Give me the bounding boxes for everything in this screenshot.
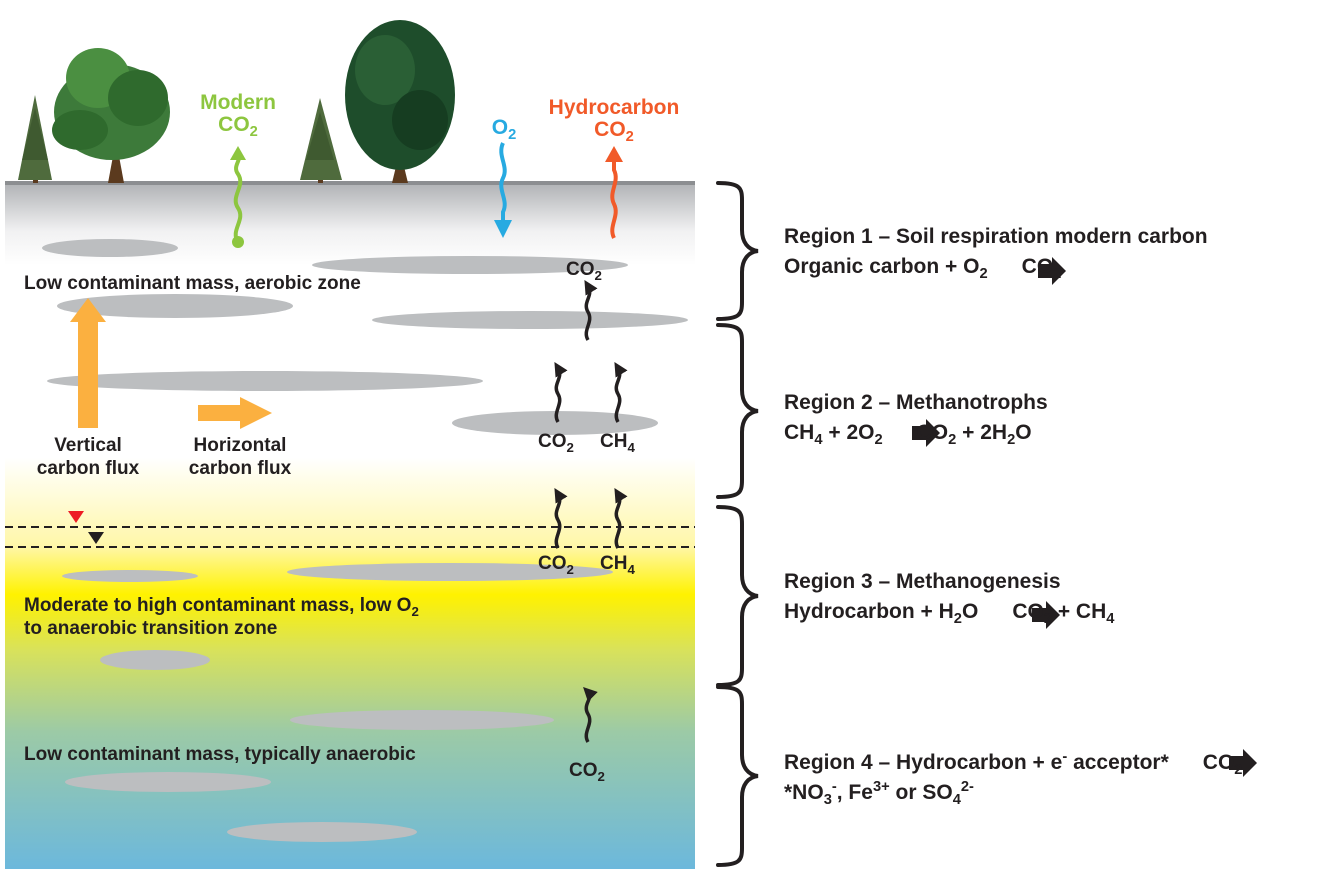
co2-label-r4: CO2 bbox=[569, 760, 605, 784]
deciduous-tree-icon bbox=[345, 20, 455, 183]
o2-label: O2 bbox=[491, 116, 517, 144]
region-braces bbox=[716, 181, 759, 867]
ch4-label-r2: CH4 bbox=[600, 431, 635, 455]
hydrocarbon-label: Hydrocarbon bbox=[548, 96, 680, 119]
anaerobic-zone-label: Low contaminant mass, typically anaerobi… bbox=[24, 744, 416, 765]
region-1-title: Region 1 – Soil respiration modern carbo… bbox=[784, 225, 1208, 248]
o2-arrow bbox=[494, 142, 512, 238]
gas-arrows bbox=[554, 279, 628, 743]
region-2-title: Region 2 – Methanotrophs bbox=[784, 391, 1048, 414]
ground-surface bbox=[5, 181, 695, 185]
hydrocarbon-co2-label: Hydrocarbon CO2 bbox=[528, 96, 700, 146]
water-table-marker-icon bbox=[88, 532, 104, 544]
equation-arrows bbox=[912, 257, 1257, 777]
region-3-title: Region 3 – Methanogenesis bbox=[784, 570, 1061, 593]
region-1-text: Region 1 – Soil respiration modern carbo… bbox=[784, 222, 1208, 282]
aerobic-zone-label: Low contaminant mass, aerobic zone bbox=[24, 273, 361, 294]
horizontal-flux-label: Horizontal carbon flux bbox=[188, 435, 292, 479]
water-table-marker-icon bbox=[68, 511, 84, 523]
modern-co2-formula: CO2 bbox=[218, 113, 258, 141]
co2-label-r1: CO2 bbox=[566, 259, 602, 283]
hydrocarbon-co2-formula: CO2 bbox=[594, 118, 634, 146]
horizontal-flux-arrow bbox=[198, 397, 272, 429]
evergreen-tree-icon bbox=[18, 95, 52, 183]
co2-label-r3: CO2 bbox=[538, 553, 574, 577]
modern-co2-label: Modern CO2 bbox=[182, 91, 294, 141]
region-4-acceptors: *NO3-, Fe3+ or SO42- bbox=[784, 779, 974, 809]
co2-label-r2: CO2 bbox=[538, 431, 574, 455]
transition-zone-label: Moderate to high contaminant mass, low O… bbox=[24, 595, 419, 639]
modern-co2-arrow bbox=[230, 146, 246, 248]
ch4-label-r3: CH4 bbox=[600, 553, 635, 577]
modern-label: Modern bbox=[200, 91, 276, 114]
region-4-title: Region 4 – Hydrocarbon + e- acceptor*CO2 bbox=[784, 749, 1243, 779]
vertical-flux-arrow bbox=[70, 298, 106, 428]
region-3-text: Region 3 – Methanogenesis Hydrocarbon + … bbox=[784, 567, 1114, 627]
hydrocarbon-co2-arrow bbox=[605, 146, 623, 239]
deciduous-tree-icon bbox=[52, 48, 170, 183]
soil-lenses bbox=[42, 239, 688, 842]
vertical-flux-label: Vertical carbon flux bbox=[36, 435, 140, 479]
evergreen-tree-icon bbox=[300, 98, 342, 183]
region-4-text: Region 4 – Hydrocarbon + e- acceptor*CO2… bbox=[784, 748, 1242, 808]
